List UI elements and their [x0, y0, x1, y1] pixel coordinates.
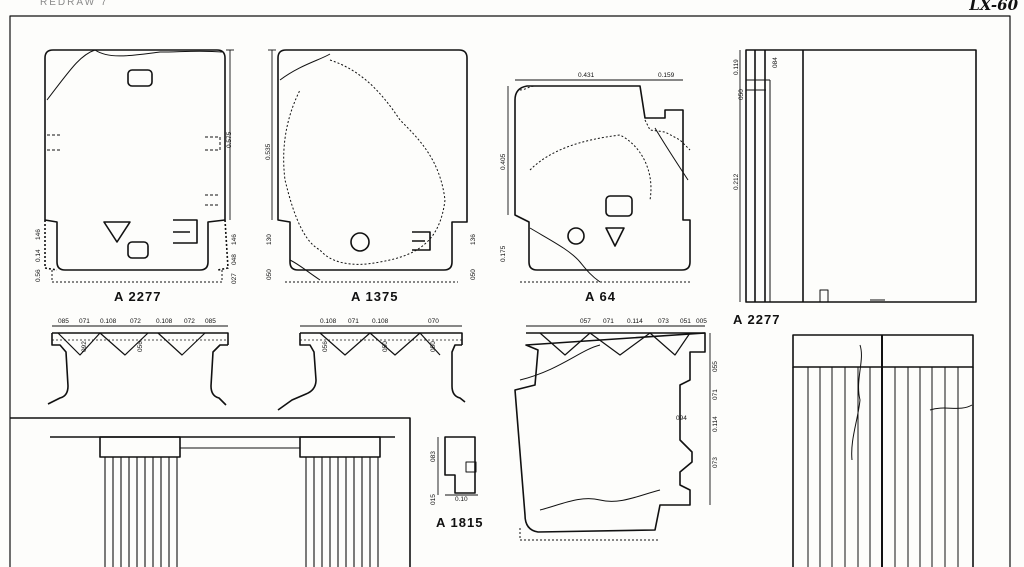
dim-b1-l2: 0.14	[35, 249, 42, 262]
dim-p1-0: 085	[58, 318, 69, 325]
colonnade-panel	[10, 417, 411, 567]
dim-p1-2: 0.108	[100, 318, 117, 325]
dim-p2-1: 071	[348, 318, 359, 325]
caption-elevation-a2277: A 2277	[733, 312, 781, 327]
sheet-frame	[9, 15, 1011, 567]
dim-p1-3: 072	[130, 318, 141, 325]
dim-p1-1: 071	[79, 318, 90, 325]
dim-p1-5: 072	[184, 318, 195, 325]
block-a64-outline	[514, 85, 692, 283]
dim-b1-r2: 048	[231, 254, 238, 265]
sheet-id: LX-60	[969, 0, 1018, 14]
dim-b2-r2: 050	[470, 269, 477, 280]
dim-b1-right: 0.575	[226, 131, 233, 148]
dim-p3-3: 073	[658, 318, 669, 325]
dim-b3-left: 0.405	[500, 153, 507, 170]
dim-b3-top2: 0.159	[658, 72, 675, 79]
dim-elev-4: 050	[738, 89, 745, 100]
dim-b3-top1: 0.431	[578, 72, 595, 79]
caption-block-a64: A 64	[585, 289, 616, 304]
dim-elev-2: 0.212	[733, 173, 740, 190]
dim-elev-1: 0.119	[733, 59, 740, 75]
dim-b3-l2: 0.175	[500, 245, 507, 262]
dimension-lines	[52, 49, 741, 505]
dim-b1-r3: 027	[231, 273, 238, 284]
dim-p1-v1: 056	[137, 341, 144, 352]
caption-fragment-a1815: A 1815	[436, 515, 484, 530]
block-a2277-outline	[44, 49, 229, 283]
profile-2	[277, 332, 466, 411]
dim-b2-r1: 136	[470, 234, 477, 245]
dim-frag-3: 0.10	[455, 496, 468, 503]
caption-block-a1375: A 1375	[351, 289, 399, 304]
column-fragment	[792, 334, 974, 567]
dim-p3-1: 071	[603, 318, 614, 325]
dim-p3-side-0: 055	[712, 361, 719, 372]
dim-p3-side-1: 071	[712, 389, 719, 400]
dim-b1-l3: 0.56	[35, 269, 42, 282]
dim-frag-1: 083	[430, 451, 437, 462]
dim-p2-v0: 056	[322, 341, 329, 352]
dim-p2-v2: 050	[430, 341, 437, 352]
caption-block-a2277: A 2277	[114, 289, 162, 304]
dim-elev-3: 084	[772, 57, 779, 68]
dim-p3-4: 051	[680, 318, 691, 325]
dim-b2-l1: 130	[266, 234, 273, 245]
dim-p3-side-3: 094	[676, 415, 687, 422]
dim-b1-l1: 146	[35, 229, 42, 240]
elevation-a2277	[745, 49, 977, 303]
profile-3	[514, 332, 706, 541]
dim-p2-2: 0.108	[372, 318, 389, 325]
dim-b1-r1: 146	[231, 234, 238, 245]
dim-p2-0: 0.108	[320, 318, 337, 325]
dim-p3-0: 057	[580, 318, 591, 325]
dim-p1-v0: 092	[81, 341, 88, 352]
dim-p1-6: 085	[205, 318, 216, 325]
dim-p3-side-2: 0.114	[712, 416, 719, 432]
block-a1375-outline	[277, 49, 468, 283]
dim-b2-l2: 050	[266, 269, 273, 280]
dim-p1-4: 0.108	[156, 318, 173, 325]
dim-p2-3: 070	[428, 318, 439, 325]
dim-frag-2: 015	[430, 494, 437, 505]
dim-p3-2: 0.114	[627, 318, 643, 325]
redraw-note: REDRAW 7	[40, 0, 109, 8]
profile-1	[47, 332, 229, 406]
dim-b2-left: 0.535	[265, 143, 272, 160]
dim-p3-side-4: 073	[712, 457, 719, 468]
dim-p2-v1: 050	[382, 341, 389, 352]
dim-p3-5: 005	[696, 318, 707, 325]
fragment-a1815	[444, 436, 478, 496]
